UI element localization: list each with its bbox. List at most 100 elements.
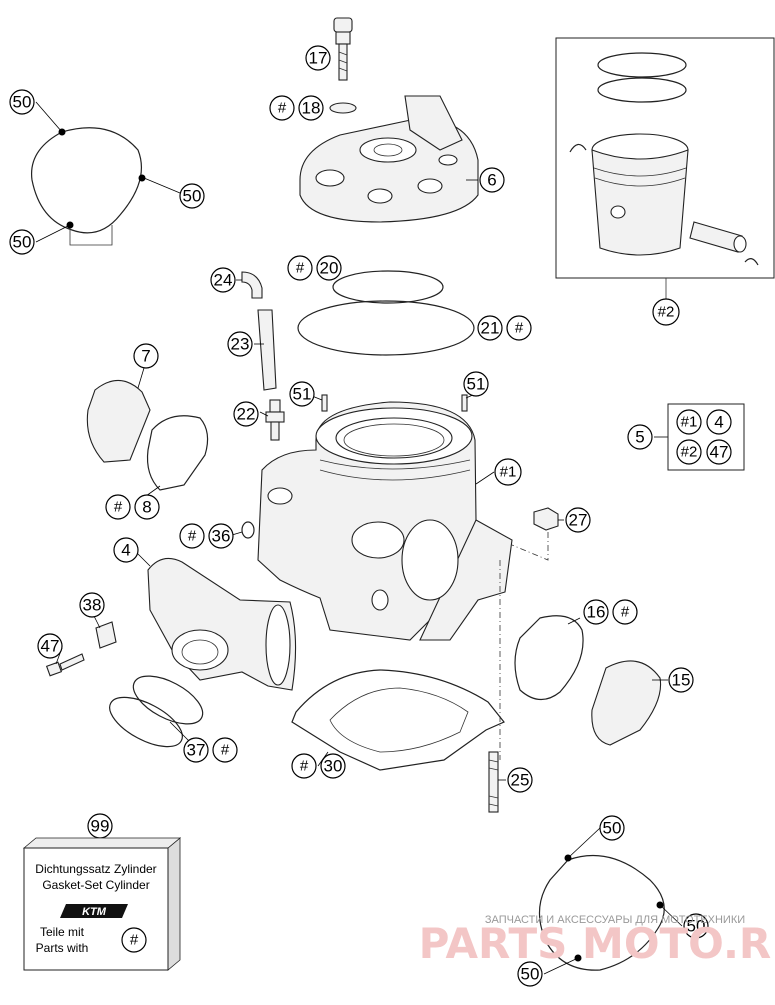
callout-15-label: 15 [672, 671, 691, 690]
washer-18 [329, 102, 357, 114]
callout-22[interactable]: 22 [233, 401, 259, 427]
kit-hash-callout[interactable]: # [121, 927, 147, 953]
o-ring-36 [241, 521, 255, 539]
gasket-cover-lower [538, 854, 665, 971]
cover-7 [86, 379, 151, 463]
callout-50-upper-c-label: 50 [13, 233, 32, 252]
clamp-plate-38 [95, 621, 117, 649]
callout-30[interactable]: 30 [320, 753, 346, 779]
callout-20-label: 20 [320, 259, 339, 278]
callout-50-lower-a[interactable]: 50 [599, 815, 625, 841]
callout-1-hash-label: #1 [500, 464, 517, 481]
elbow-fitting-24 [241, 271, 263, 299]
kit-line4: Parts with [36, 941, 89, 955]
callout-21-hash[interactable]: # [506, 315, 532, 341]
screw-47 [45, 653, 85, 677]
callout-15[interactable]: 15 [668, 667, 694, 693]
legend-row1-hash-label: #1 [681, 414, 698, 431]
callout-18-hash[interactable]: # [269, 95, 295, 121]
callout-4-label: 4 [121, 541, 130, 560]
callout-8-label: 8 [142, 498, 151, 517]
callout-51-right-label: 51 [467, 375, 486, 394]
callout-30-hash-label: # [300, 758, 309, 775]
callout-17[interactable]: 17 [305, 45, 331, 71]
callout-51-right[interactable]: 51 [463, 371, 489, 397]
dowel-pin-51b [461, 394, 468, 412]
callout-99[interactable]: 99 [87, 813, 113, 839]
callout-6[interactable]: 6 [479, 167, 505, 193]
callout-37[interactable]: 37 [183, 737, 209, 763]
base-gasket-30 [291, 669, 505, 771]
callout-20-hash-label: # [296, 260, 305, 277]
callout-27-label: 27 [569, 511, 588, 530]
legend-row1-value[interactable]: 4 [706, 409, 732, 435]
hose-23 [257, 309, 277, 391]
callout-50-upper-b[interactable]: 50 [179, 183, 205, 209]
callout-47[interactable]: 47 [37, 633, 63, 659]
ktm-logo: KTM [60, 904, 128, 918]
callout-16[interactable]: 16 [583, 599, 609, 625]
intake-flange-4 [147, 557, 297, 691]
piston-assembly [569, 52, 759, 266]
callout-7-label: 7 [141, 347, 150, 366]
gasket-37b [109, 696, 183, 748]
callout-25[interactable]: 25 [507, 767, 533, 793]
cylinder-1 [257, 401, 513, 641]
callout-20[interactable]: 20 [316, 255, 342, 281]
callout-27[interactable]: 27 [565, 507, 591, 533]
callout-38-label: 38 [83, 596, 102, 615]
callout-50-upper-a[interactable]: 50 [9, 89, 35, 115]
callout-2-hash[interactable]: #2 [652, 298, 680, 326]
callout-8-hash[interactable]: # [105, 494, 131, 520]
callout-21[interactable]: 21 [477, 315, 503, 341]
kit-hash-label: # [130, 932, 139, 949]
callout-99-label: 99 [91, 817, 110, 836]
dowel-pin-51a [321, 394, 328, 412]
callout-37-label: 37 [187, 741, 206, 760]
legend-row2-hash[interactable]: #2 [676, 439, 702, 465]
o-ring-20 [332, 270, 444, 304]
callout-4[interactable]: 4 [113, 537, 139, 563]
callout-16-hash[interactable]: # [612, 599, 638, 625]
cover-15 [591, 660, 662, 746]
callout-24[interactable]: 24 [210, 267, 236, 293]
callout-50-lower-a-label: 50 [603, 819, 622, 838]
callout-50-upper-a-label: 50 [13, 93, 32, 112]
legend-row1-hash[interactable]: #1 [676, 409, 702, 435]
callout-23[interactable]: 23 [227, 331, 253, 357]
callout-21-label: 21 [481, 319, 500, 338]
kit-line1: Dichtungssatz Zylinder [35, 862, 156, 876]
legend-row2-value[interactable]: 47 [706, 439, 732, 465]
callout-51-left[interactable]: 51 [289, 381, 315, 407]
callout-1-hash[interactable]: #1 [494, 458, 522, 486]
callout-36-label: 36 [212, 527, 231, 546]
callout-50-lower-c[interactable]: 50 [517, 961, 543, 987]
nut-27 [533, 507, 559, 531]
callout-18-label: 18 [302, 99, 321, 118]
callout-16-hash-label: # [621, 604, 630, 621]
callout-36[interactable]: 36 [208, 523, 234, 549]
callout-8[interactable]: 8 [134, 494, 160, 520]
legend-ref-5-label: 5 [635, 428, 644, 447]
gasket-37a [132, 675, 204, 725]
callout-50-lower-b-label: 50 [687, 917, 706, 936]
callout-18[interactable]: 18 [298, 95, 324, 121]
callout-50-upper-c[interactable]: 50 [9, 229, 35, 255]
cylinder-head-6 [299, 95, 479, 223]
callout-38[interactable]: 38 [79, 592, 105, 618]
legend-ref-5[interactable]: 5 [627, 424, 653, 450]
gasket-kit-box: Dichtungssatz Zylinder Gasket-Set Cylind… [22, 837, 182, 971]
callout-37-hash[interactable]: # [212, 737, 238, 763]
callout-20-hash[interactable]: # [287, 255, 313, 281]
watermark-top-text: ЗАПЧАСТИ И АКСЕССУАРЫ ДЛЯ МОТОТЕХНИКИ [485, 914, 745, 926]
callout-36-hash[interactable]: # [179, 523, 205, 549]
callout-30-hash[interactable]: # [291, 753, 317, 779]
callout-7[interactable]: 7 [133, 343, 159, 369]
callout-50-lower-b[interactable]: 50 [683, 913, 709, 939]
callout-24-label: 24 [214, 271, 233, 290]
callout-8-hash-label: # [114, 499, 123, 516]
callout-30-label: 30 [324, 757, 343, 776]
callout-16-label: 16 [587, 603, 606, 622]
callout-22-label: 22 [237, 405, 256, 424]
